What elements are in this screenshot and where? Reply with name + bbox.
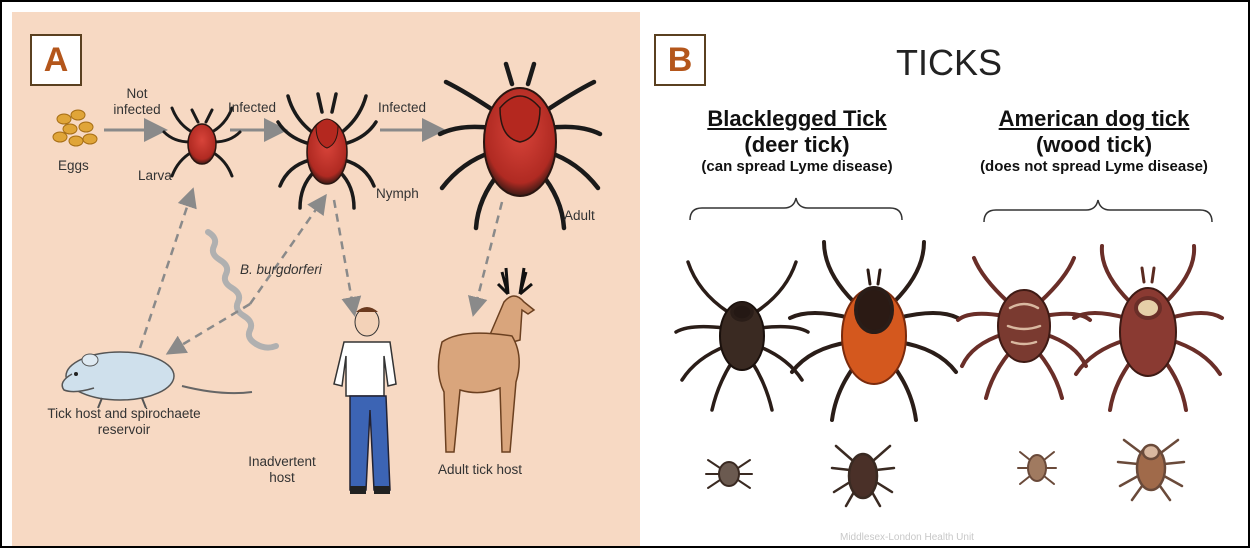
label-nymph: Nymph <box>376 186 419 202</box>
deer-adult-host-icon <box>438 268 534 452</box>
image-credit: Middlesex-London Health Unit <box>840 532 974 543</box>
american-dog-nymph-tick-photo <box>1018 452 1056 484</box>
label-larva: Larva <box>138 168 172 184</box>
label-eggs: Eggs <box>58 158 89 174</box>
american-dog-larva-tick-photo <box>1118 440 1184 500</box>
eggs-icon <box>53 110 97 146</box>
american-dog-male-tick-photo <box>958 258 1090 398</box>
label-not-infected: Notinfected <box>102 86 172 118</box>
panel-a-lifecycle: A <box>12 12 640 546</box>
label-adult: Adult <box>564 208 595 224</box>
blacklegged-nymph-tick-photo <box>706 460 752 488</box>
blacklegged-male-tick-photo <box>676 262 808 410</box>
mouse-reservoir-icon <box>62 352 252 408</box>
label-infected-1: Infected <box>228 100 276 116</box>
label-reservoir: Tick host and spirochaetereservoir <box>24 406 224 438</box>
label-inadvertent-host: Inadvertenthost <box>242 454 322 486</box>
blacklegged-female-tick-photo <box>790 242 958 420</box>
blacklegged-brace <box>690 198 902 220</box>
label-bacterium: B. burgdorferi <box>240 262 322 278</box>
label-adult-tick-host: Adult tick host <box>438 462 522 478</box>
panel-b-tick-comparison: B TICKS Blacklegged Tick (deer tick) (ca… <box>644 12 1246 546</box>
nymph-tick-icon <box>278 94 376 208</box>
label-infected-2: Infected <box>378 100 426 116</box>
tick-photos <box>644 12 1246 546</box>
spirochaete-icon <box>208 232 276 348</box>
american-dog-female-tick-photo <box>1074 246 1222 410</box>
american-dog-brace <box>984 200 1212 222</box>
blacklegged-larva-tick-photo <box>832 446 894 506</box>
adult-tick-icon <box>440 64 600 228</box>
larva-tick-icon <box>164 108 240 176</box>
inadvertent-host-person-icon <box>334 307 396 494</box>
